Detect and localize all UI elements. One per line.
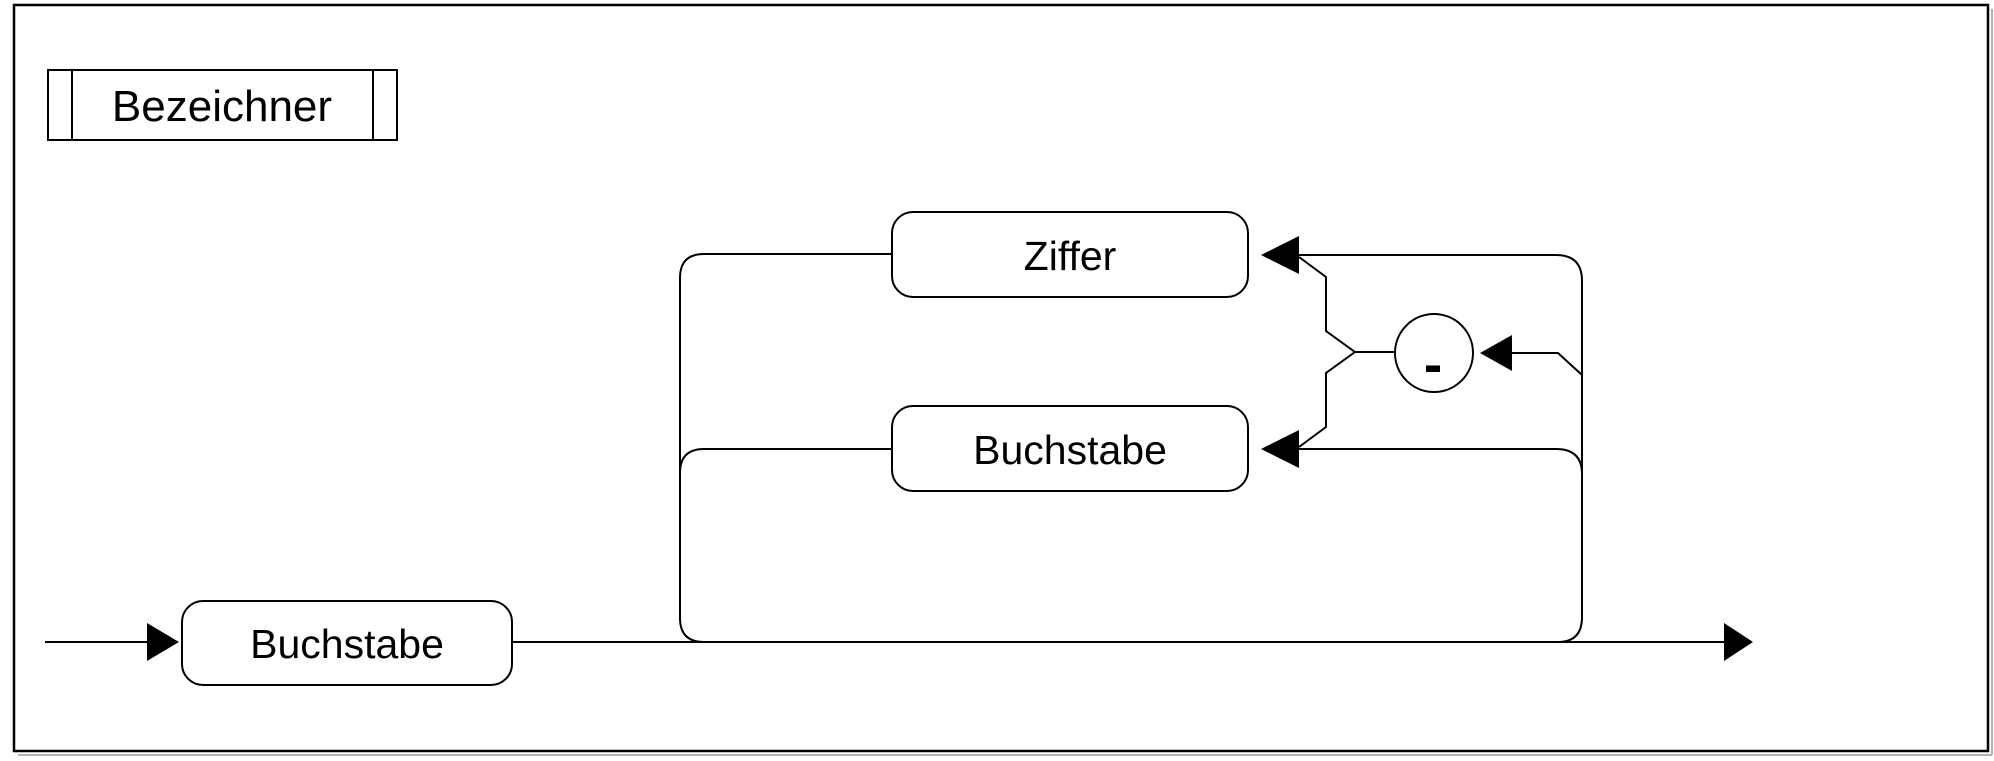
start-arrowhead-icon <box>147 623 179 661</box>
buchstabe-loop-arrowhead-icon <box>1261 430 1299 468</box>
chevron-fork <box>1298 256 1395 448</box>
node-buchstabe-main-label: Buchstabe <box>250 621 444 667</box>
loop-right-rail-dash-branch <box>1512 352 1583 376</box>
loop-right-rail-buchstabe-branch <box>1299 448 1583 475</box>
page-border <box>12 3 1990 753</box>
loop-left-rail-buchstabe-junction <box>679 448 892 474</box>
rule-title-frame <box>47 69 398 141</box>
node-buchstabe-loop-frame <box>891 405 1249 492</box>
page-border-shadow <box>18 9 1993 756</box>
node-ziffer: Ziffer <box>891 211 1249 298</box>
dash-arrowhead-icon <box>1480 335 1512 371</box>
node-buchstabe-main: Buchstabe <box>181 600 513 686</box>
node-ziffer-frame <box>891 211 1249 298</box>
terminal-dash-label: - <box>1424 333 1442 395</box>
node-buchstabe-loop-label: Buchstabe <box>973 427 1167 473</box>
rule-title-inner-edges <box>71 70 374 140</box>
node-ziffer-label: Ziffer <box>1024 233 1117 279</box>
ziffer-arrowhead-icon <box>1261 236 1299 274</box>
rule-title-label: Bezeichner <box>112 82 332 131</box>
node-buchstabe-loop: Buchstabe <box>891 405 1249 492</box>
terminal-dash-circle: - <box>1394 313 1474 395</box>
loop-left-rail <box>679 253 892 643</box>
rule-title-box: Bezeichner <box>47 69 398 141</box>
loop-right-rail <box>1299 254 1583 643</box>
end-arrowhead-icon <box>1724 623 1753 661</box>
